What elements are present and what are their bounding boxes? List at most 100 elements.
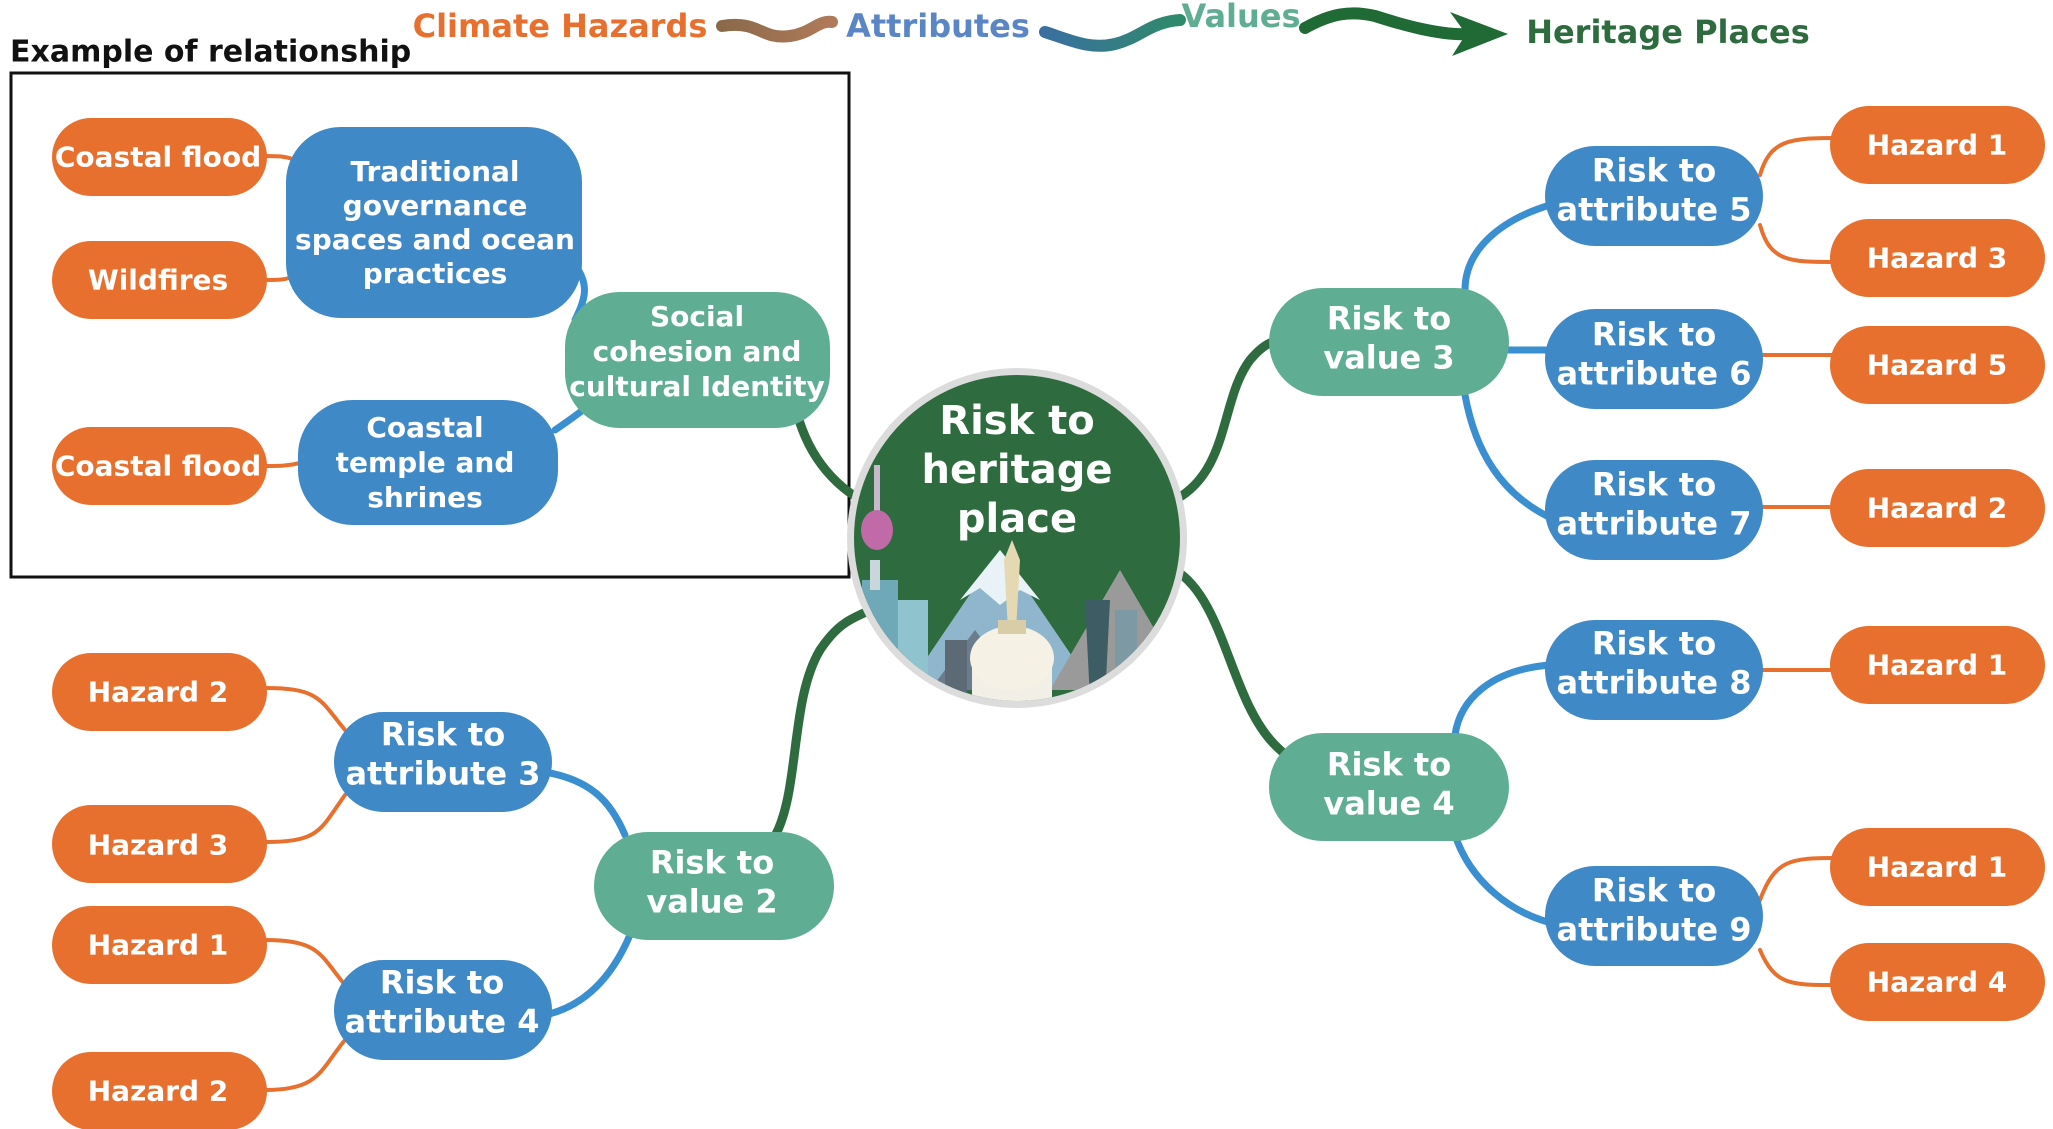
text-line: attribute 5: [1556, 191, 1751, 229]
text-line: place: [957, 496, 1077, 542]
text-line: attribute 3: [345, 755, 540, 793]
svg-text:Hazard 3: Hazard 3: [1867, 242, 2008, 275]
connector-attr9-to-hazard4: [1758, 948, 1837, 987]
text-line: Risk to: [650, 844, 774, 882]
connector-attr3-to-value2: [541, 768, 629, 839]
text-line: Risk to: [1327, 746, 1451, 784]
node-hazard-a5-bottom: Hazard 3: [1830, 219, 2045, 297]
node-hazard-a3-bottom: Hazard 3: [52, 805, 267, 883]
text-line: heritage: [922, 447, 1113, 493]
text-line: shrines: [367, 481, 483, 514]
legend-heritage-places: Heritage Places: [1526, 13, 1810, 51]
legend-arrow-attribute-to-value: [1039, 14, 1186, 52]
text-line: attribute 9: [1556, 911, 1751, 949]
connector-attr9-to-hazard1: [1758, 856, 1837, 902]
text-line: Risk to: [380, 964, 504, 1002]
svg-text:Wildfires: Wildfires: [88, 264, 228, 297]
connector-center-to-value4: [1170, 565, 1300, 765]
node-hazard-a4-bottom: Hazard 2: [52, 1052, 267, 1129]
connector-hazard3-to-attr3: [263, 793, 347, 844]
text-line: Traditional: [350, 155, 519, 188]
legend: Climate Hazards Attributes Values Herita…: [413, 0, 1810, 56]
text-line: governance: [343, 189, 528, 222]
legend-climate-hazards: Climate Hazards: [413, 7, 708, 45]
svg-text:Hazard 1: Hazard 1: [1867, 851, 2008, 884]
text-line: practices: [363, 257, 508, 290]
text-line: Risk to: [939, 398, 1094, 444]
text-line: Risk to: [1327, 300, 1451, 338]
svg-text:Hazard 3: Hazard 3: [88, 829, 229, 862]
legend-arrowhead-icon: [1450, 12, 1508, 56]
text-line: attribute 8: [1556, 664, 1751, 702]
text-line: attribute 7: [1556, 505, 1751, 543]
connector-value3-to-attr5: [1461, 201, 1554, 294]
legend-arrow-value-to-heritage: [1299, 7, 1476, 41]
node-example-hazard-coastal-flood-2: Coastal flood: [52, 427, 267, 505]
node-hazard-a9-bottom: Hazard 4: [1830, 943, 2045, 1021]
text-line: temple and: [336, 446, 515, 479]
text-line: Risk to: [381, 716, 505, 754]
text-line: attribute 6: [1556, 355, 1751, 393]
node-example-hazard-wildfires: Wildfires: [52, 241, 267, 319]
text-line: value 4: [1323, 785, 1454, 823]
svg-text:Hazard 1: Hazard 1: [1867, 129, 2008, 162]
node-example-hazard-coastal-flood-1: Coastal flood: [52, 118, 267, 196]
text-line: value 2: [646, 883, 777, 921]
connector-hazard1-to-attr4: [263, 938, 347, 987]
text-line: Risk to: [1592, 872, 1716, 910]
node-hazard-a6: Hazard 5: [1830, 326, 2045, 404]
example-box: Example of relationship: [9, 35, 851, 579]
node-hazard-a9-top: Hazard 1: [1830, 828, 2045, 906]
text-line: spaces and ocean: [295, 223, 575, 256]
text-line: cultural Identity: [569, 370, 825, 403]
svg-text:Hazard 1: Hazard 1: [1867, 649, 2008, 682]
svg-text:Coastal flood: Coastal flood: [55, 450, 261, 483]
node-hazard-a4-top: Hazard 1: [52, 906, 267, 984]
connector-value4-to-attr8: [1451, 661, 1554, 739]
svg-text:Coastal flood: Coastal flood: [55, 141, 261, 174]
node-hazard-a5-top: Hazard 1: [1830, 106, 2045, 184]
legend-values: Values: [1181, 0, 1300, 35]
svg-text:Hazard 4: Hazard 4: [1867, 966, 2008, 999]
legend-arrow-hazard-to-attribute: [716, 15, 838, 43]
svg-text:Hazard 1: Hazard 1: [88, 929, 229, 962]
connector-value3-to-attr7: [1461, 391, 1559, 524]
text-line: Social: [650, 300, 744, 333]
text-line: Risk to: [1592, 466, 1716, 504]
connector-value4-to-attr9: [1451, 831, 1564, 929]
node-hazard-a7: Hazard 2: [1830, 469, 2045, 547]
text-line: Risk to: [1592, 316, 1716, 354]
svg-text:Hazard 2: Hazard 2: [1867, 492, 2008, 525]
example-title: Example of relationship: [10, 35, 411, 70]
connector-center-to-value3: [1170, 335, 1290, 505]
connector-value2-to-center: [770, 605, 875, 841]
connector-coastal-flood-to-temple: [260, 461, 302, 468]
connector-attr5-to-hazard1: [1758, 136, 1837, 177]
